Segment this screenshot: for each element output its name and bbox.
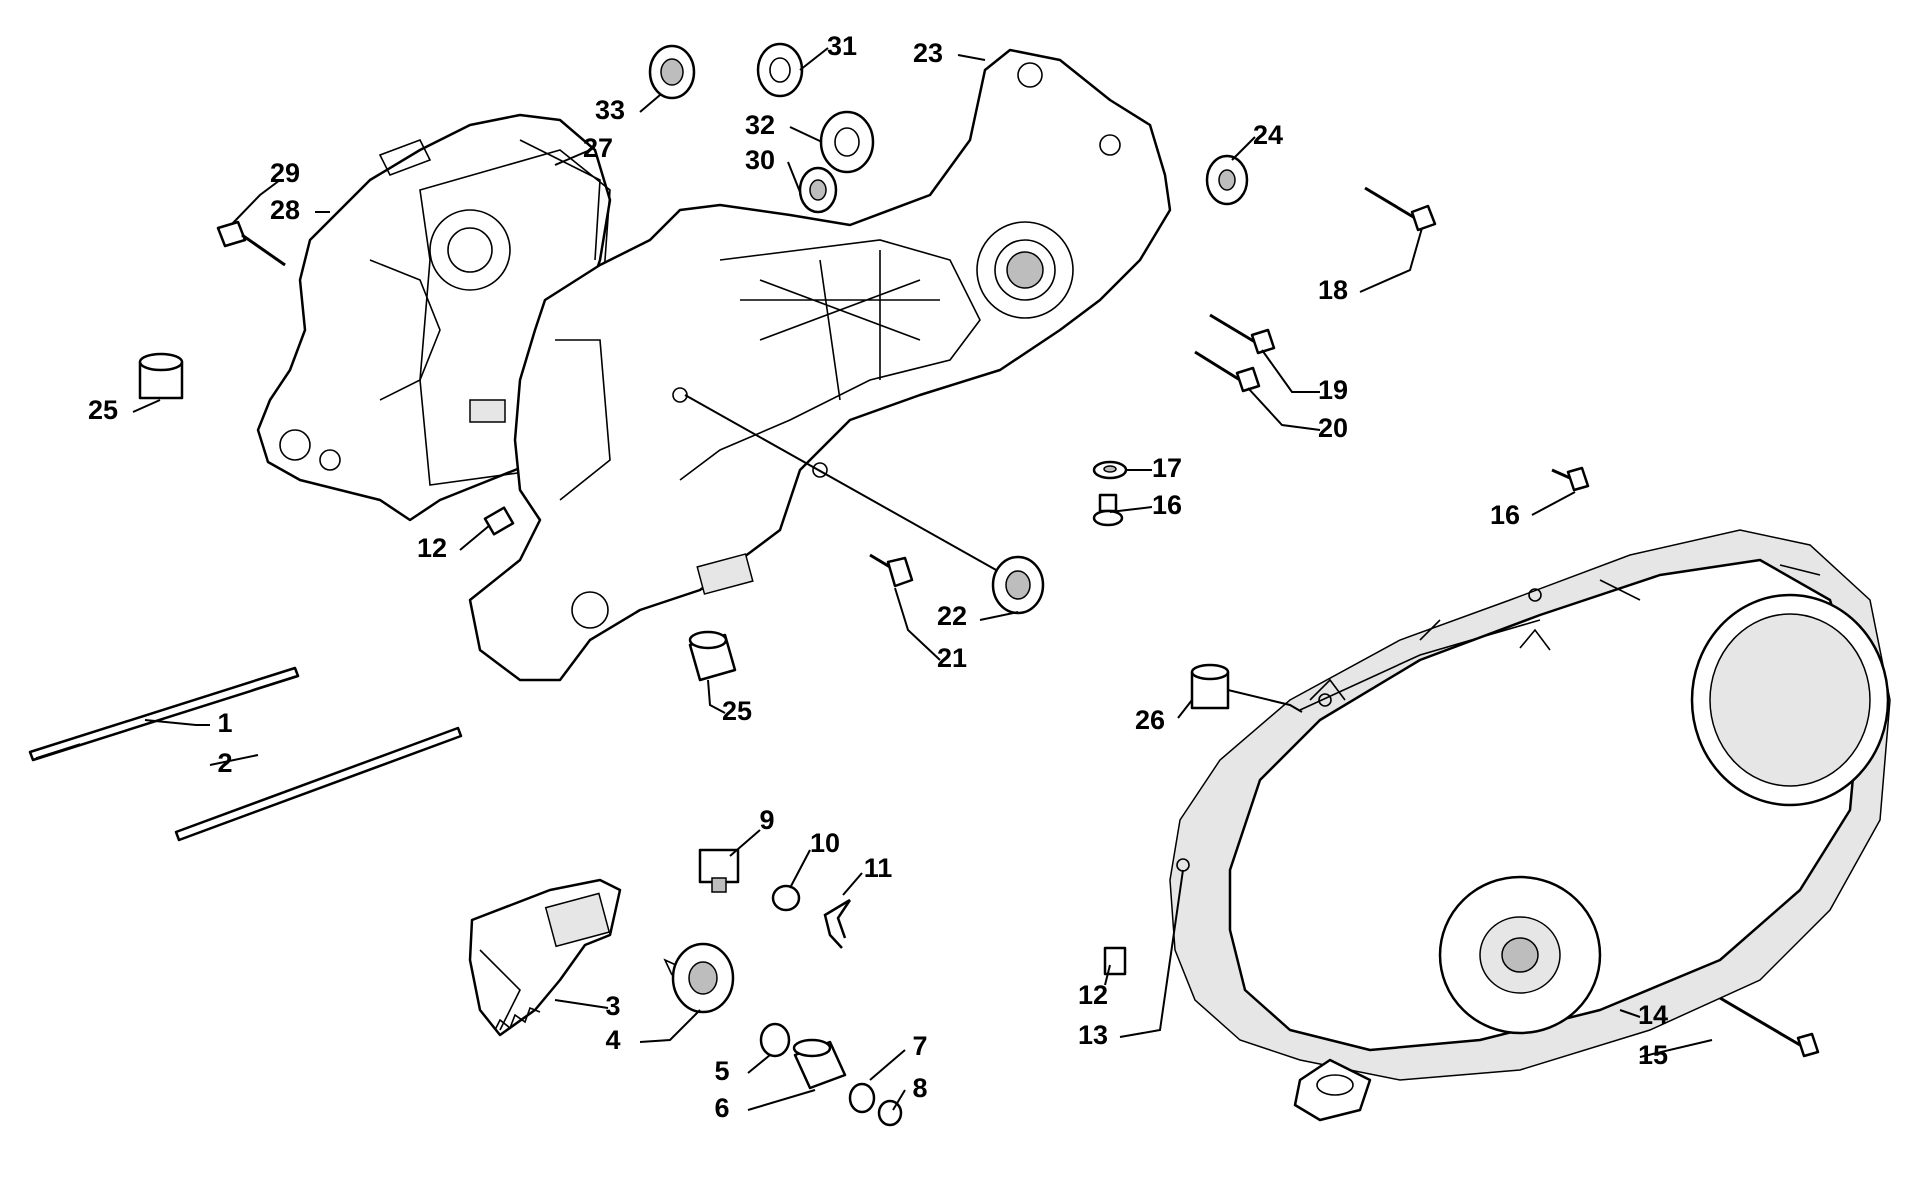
callout-c4: 4	[605, 1025, 620, 1055]
washer-10	[771, 884, 801, 912]
callout-c15: 15	[1638, 1040, 1668, 1070]
callout-c2: 2	[217, 748, 232, 778]
callout-c30: 30	[745, 145, 775, 175]
right-crankcase-half	[468, 48, 1172, 682]
callout-c25a: 25	[88, 395, 118, 425]
seal-33	[648, 44, 696, 100]
callout-c5: 5	[714, 1056, 729, 1086]
callout-c19: 19	[1318, 375, 1348, 405]
stud-2	[174, 726, 463, 842]
callout-c16b: 16	[1490, 500, 1520, 530]
washer-5	[759, 1022, 791, 1058]
crankcase-cover-14	[1169, 529, 1891, 1122]
callout-c23: 23	[913, 38, 943, 68]
bolt-19	[1209, 313, 1276, 355]
callout-c7: 7	[912, 1031, 927, 1061]
washer-17	[1092, 460, 1128, 480]
spring-4	[663, 942, 735, 1014]
callout-c25b: 25	[722, 696, 752, 726]
bearing-31	[756, 42, 804, 98]
gear-9	[698, 848, 740, 893]
bearing-24	[1205, 154, 1249, 206]
callout-c31: 31	[827, 31, 857, 61]
leader-lines	[132, 47, 1713, 1111]
callout-c13: 13	[1078, 1020, 1108, 1050]
callout-c33: 33	[595, 95, 625, 125]
bolt-18	[1364, 186, 1437, 232]
callout-c6: 6	[714, 1093, 729, 1123]
bolt-15	[1719, 996, 1820, 1058]
callout-c8: 8	[912, 1073, 927, 1103]
callout-c27: 27	[583, 133, 613, 163]
ring-8	[877, 1099, 903, 1127]
bolt-29	[216, 220, 286, 267]
callout-c17: 17	[1152, 453, 1182, 483]
callout-c21: 21	[937, 643, 967, 673]
callout-c26: 26	[1135, 705, 1165, 735]
callout-c28: 28	[270, 195, 300, 225]
washer-7	[848, 1082, 876, 1114]
bolt-21	[869, 553, 914, 588]
callout-c9: 9	[759, 805, 774, 835]
clip-11	[823, 898, 852, 949]
callout-c12b: 12	[1078, 980, 1108, 1010]
bearing-32	[819, 110, 875, 174]
bolt-16-right	[1551, 466, 1590, 492]
callout-c12a: 12	[417, 533, 447, 563]
callout-c16a: 16	[1152, 490, 1182, 520]
bolt-20	[1194, 350, 1261, 393]
kick-shaft-3	[468, 878, 622, 1037]
bearing-30	[798, 166, 838, 214]
callout-c22: 22	[937, 601, 967, 631]
callout-c20: 20	[1318, 413, 1348, 443]
seal-22	[991, 555, 1045, 615]
callout-c10: 10	[810, 828, 840, 858]
bolt-16-center	[1092, 493, 1124, 527]
callout-c24: 24	[1253, 120, 1283, 150]
callout-c14: 14	[1638, 1000, 1668, 1030]
callout-c3: 3	[605, 991, 620, 1021]
axis-line	[684, 394, 1006, 576]
callout-c32: 32	[745, 110, 775, 140]
callout-c1: 1	[217, 708, 232, 738]
callout-c11: 11	[864, 853, 893, 883]
callout-c18: 18	[1318, 275, 1348, 305]
callout-c29: 29	[270, 158, 300, 188]
bushing-6	[792, 1038, 847, 1090]
stud-1	[28, 666, 300, 762]
dowel-pin-12-left	[483, 506, 515, 536]
